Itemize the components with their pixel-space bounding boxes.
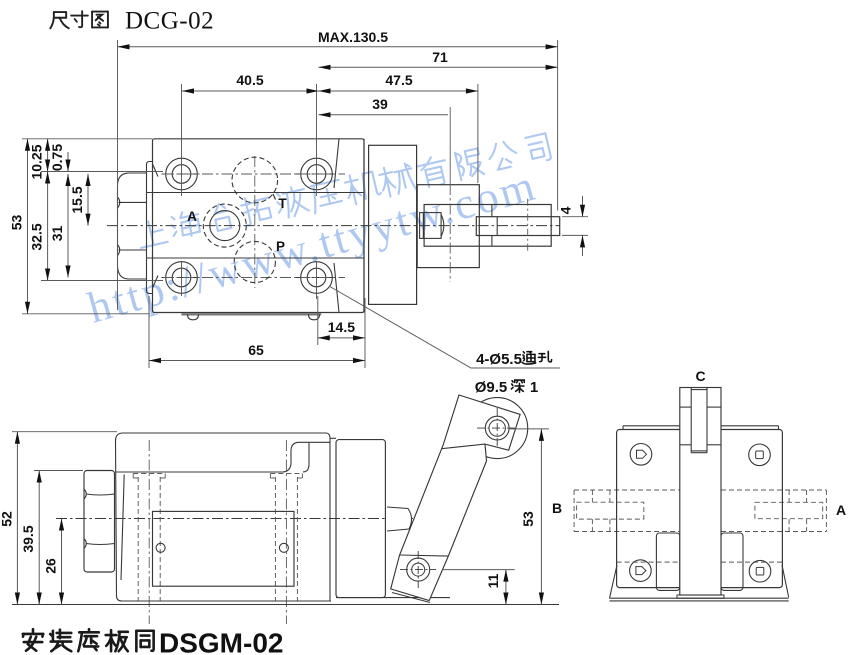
svg-text:11: 11 [485, 573, 501, 588]
svg-text:4: 4 [558, 206, 574, 214]
svg-text:39: 39 [372, 96, 388, 112]
svg-text:T: T [278, 196, 287, 211]
svg-text:47.5: 47.5 [385, 72, 412, 88]
svg-text:A: A [187, 209, 197, 224]
svg-text:39.5: 39.5 [20, 525, 36, 552]
svg-text:MAX.130.5: MAX.130.5 [318, 29, 388, 45]
svg-text:4-Ø5.5: 4-Ø5.5 [476, 351, 522, 368]
svg-text:DSGM-02: DSGM-02 [159, 628, 283, 655]
svg-text:P: P [276, 239, 285, 254]
svg-text:15.5: 15.5 [69, 186, 85, 213]
svg-text:C: C [695, 368, 705, 384]
svg-text:53: 53 [520, 511, 536, 527]
svg-text:32.5: 32.5 [29, 223, 45, 250]
svg-text:A: A [836, 502, 846, 518]
svg-text:26: 26 [43, 558, 59, 574]
svg-text:1: 1 [530, 379, 538, 396]
svg-text:40.5: 40.5 [236, 72, 263, 88]
svg-text:0.75: 0.75 [49, 144, 65, 171]
svg-text:53: 53 [9, 215, 25, 231]
svg-text:52: 52 [0, 511, 14, 527]
svg-text:71: 71 [432, 49, 448, 65]
svg-text:31: 31 [49, 226, 65, 242]
svg-text:B: B [552, 500, 562, 516]
svg-text:10.25: 10.25 [29, 144, 45, 179]
svg-text:Ø9.5: Ø9.5 [475, 379, 508, 396]
svg-text:14.5: 14.5 [328, 319, 355, 335]
svg-text:DCG-02: DCG-02 [125, 8, 214, 35]
svg-text:65: 65 [248, 342, 264, 358]
